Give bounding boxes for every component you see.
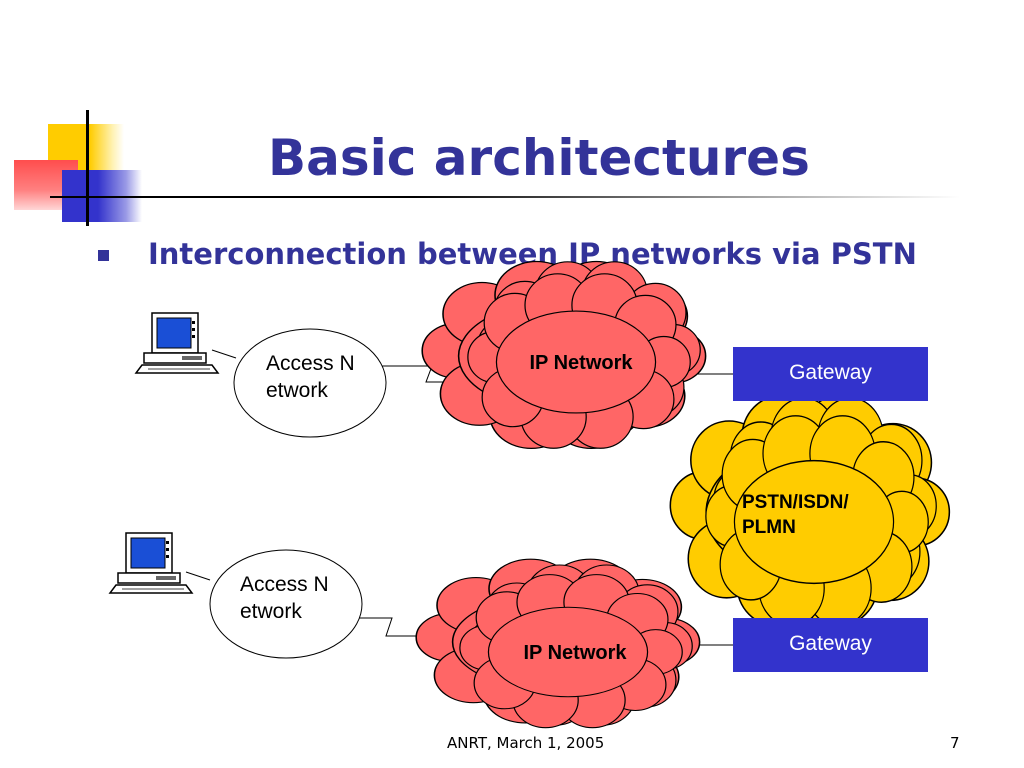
desktop-computer-icon xyxy=(109,532,193,594)
square-bullet-icon xyxy=(98,250,109,261)
link-computer1-access1 xyxy=(211,349,237,359)
access-network-bottom-label: Access Network xyxy=(240,573,329,623)
footer-date: ANRT, March 1, 2005 xyxy=(447,734,605,752)
access-network-top-label: Access Network xyxy=(266,352,355,402)
ip-network-top-label: IP Network xyxy=(529,352,633,374)
gateway-bottom-box: Gateway xyxy=(733,618,928,672)
title-underline xyxy=(50,196,960,198)
pstn-label-line1: PSTN/ISDN/ xyxy=(742,492,849,513)
ip-network-bottom-label: IP Network xyxy=(523,642,627,664)
page-number: 7 xyxy=(950,734,960,752)
gateway-top-box: Gateway xyxy=(733,347,928,401)
deco-vertical-line xyxy=(86,110,89,226)
page-title: Basic architectures xyxy=(268,129,810,187)
access-network-top-ellipse xyxy=(233,328,387,438)
pstn-label-line2: PLMN xyxy=(742,517,796,538)
access-network-bottom-ellipse xyxy=(209,549,363,659)
link-computer2-access2 xyxy=(185,571,211,581)
desktop-computer-icon xyxy=(135,312,219,374)
link-access2-ipnet2 xyxy=(356,617,440,637)
pstn-network-label: PSTN/ISDN/ PLMN xyxy=(742,490,892,540)
